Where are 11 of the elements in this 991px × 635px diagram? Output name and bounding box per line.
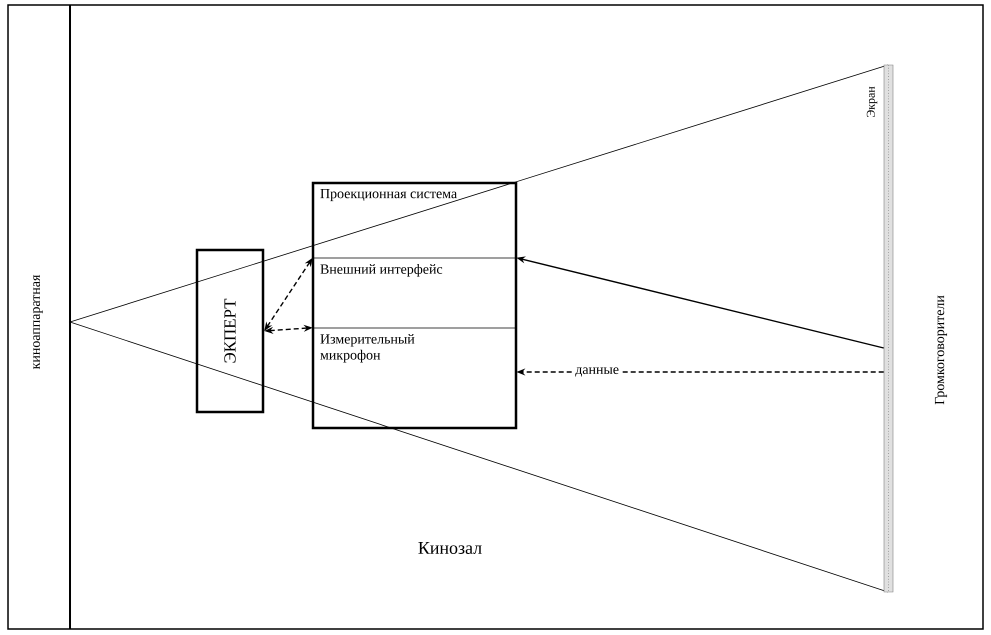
screen-bar xyxy=(884,64,894,592)
section-box: Измерительный микрофон xyxy=(312,328,516,428)
speaker-label: Громкоговорители xyxy=(934,295,948,404)
edge-label: данные xyxy=(572,364,622,380)
system-box xyxy=(312,182,518,430)
section-box: Внешний интерфейс xyxy=(312,258,516,328)
device-box: ЭКПЕРТ xyxy=(196,248,264,414)
room-label: киноаппаратная xyxy=(33,274,43,370)
screen-label: Экран xyxy=(866,86,878,118)
section-box: Проекционная система xyxy=(312,182,516,258)
hall-label: Кинозал xyxy=(418,542,482,554)
